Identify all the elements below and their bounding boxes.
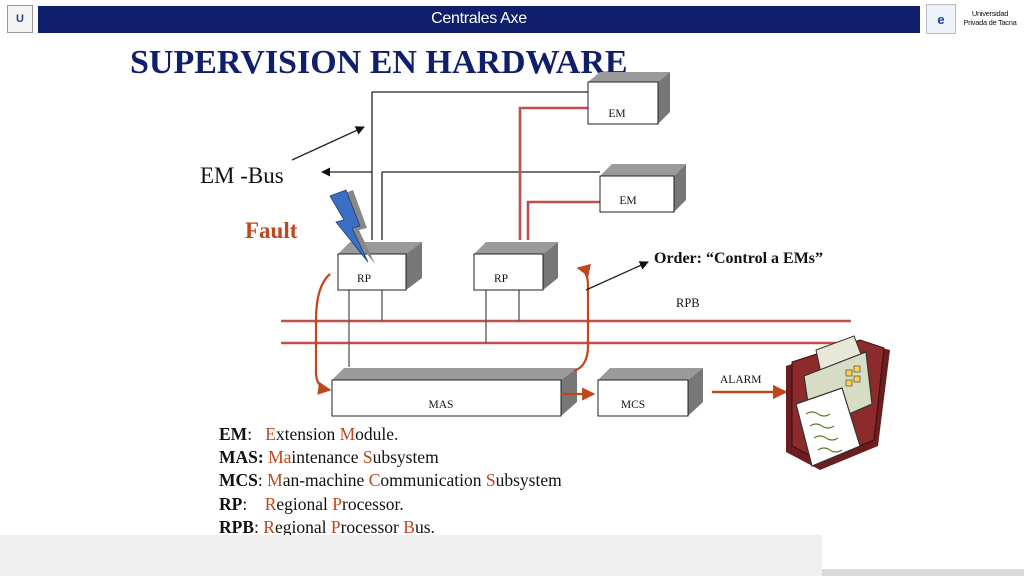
em-bus-label: EM -Bus [200,163,284,188]
legend-text: intenance [291,447,363,468]
university-logo: e [926,4,956,34]
university-crest-logo: U [7,5,33,33]
legend-key: MAS: [219,447,264,468]
rpb-bus-lines [281,319,851,345]
legend-text: Ma [268,447,292,468]
footer-band-accent [822,569,1024,576]
legend-text: ubsystem [495,470,562,491]
mas-box [331,368,577,417]
rp-box-right [473,242,558,291]
legend-text: C [368,470,381,491]
legend-text: P [332,493,343,514]
em-bus-lines [371,91,600,240]
em-top-label: EM [608,108,625,120]
legend-text: us. [414,516,435,537]
legend-text: egional [274,516,331,537]
legend-text: P [330,516,341,537]
rp-box-left [337,242,422,291]
mcs-label: MCS [621,399,645,411]
fault-to-mas-arrow [314,273,332,395]
legend-separator: : [254,516,264,537]
legend-text: M [339,424,356,444]
rp-bus-connectors [348,289,520,367]
legend-text: M [267,470,283,491]
legend-row: RPB: Regional Processor Bus. [219,516,562,539]
legend-text: S [485,470,496,491]
legend-row: EM: Extension Module. [219,423,562,446]
header-bar: Centrales Axe [38,6,920,33]
order-pointer-arrow [585,261,649,291]
legend-text: R [263,516,275,537]
legend-row: MCS: Man-machine Communication Subsystem [219,469,562,492]
legend-text: odule. [355,424,399,444]
legend-text: rocessor. [342,493,404,514]
fault-label: Fault [245,218,298,243]
legend-row: RP: Regional Processor. [219,493,562,516]
alarm-printer-icon [786,335,890,470]
em-bus-pointer-arrow [291,126,365,161]
acronym-legend: EM: Extension Module.MAS: Maintenance Su… [219,423,562,539]
legend-text: an-machine [282,470,369,491]
legend-text: B [403,516,415,537]
legend-text: ommunication [380,470,486,491]
legend-separator: : [257,470,268,491]
rpb-label: RPB [676,296,700,310]
rp-right-label: RP [494,273,508,285]
mcs-box [597,368,703,417]
header-title: Centrales Axe [431,10,527,27]
order-label: Order: “Control a EMs” [654,250,824,267]
footer-band [0,535,822,576]
mas-to-rp-arrow [573,263,591,373]
legend-text: E [265,424,276,444]
legend-separator: : [247,424,266,444]
em-red-lines [518,106,600,240]
alarm-label: ALARM [720,374,762,386]
em-mid-label: EM [619,195,636,207]
university-name: Universidad Privada de Tacna [963,9,1017,27]
legend-text: R [264,493,277,514]
legend-key: MCS [219,470,258,491]
legend-key: RPB [219,516,254,537]
em-box-mid [599,164,686,213]
lightning-bolt-icon [329,189,375,264]
legend-text: xtension [275,424,340,444]
slide-title: SUPERVISION EN HARDWARE [130,44,628,81]
legend-row: MAS: Maintenance Subsystem [219,446,562,469]
rp-left-label: RP [357,273,371,285]
em-box-top [587,72,670,125]
legend-key: EM [219,424,248,444]
legend-text: rocessor [340,516,404,537]
legend-text: S [362,447,373,468]
legend-text: egional [276,493,333,514]
legend-key: RP [219,493,243,514]
legend-separator: : [242,493,265,514]
mas-label: MAS [429,399,454,411]
legend-text: ubsystem [372,447,439,468]
